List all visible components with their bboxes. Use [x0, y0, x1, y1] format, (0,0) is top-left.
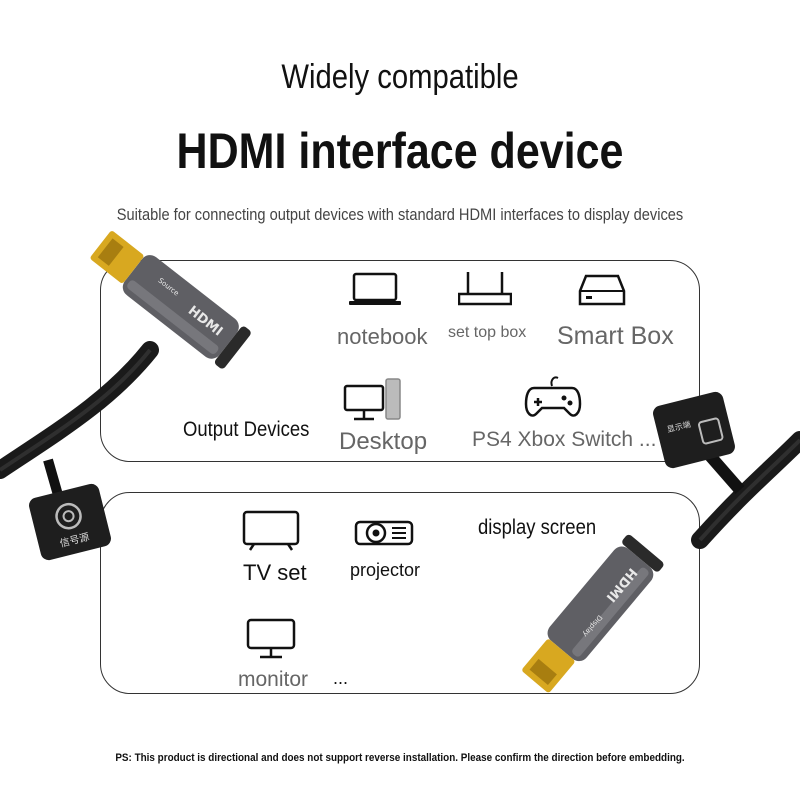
- subtitle: Suitable for connecting output devices w…: [116, 205, 684, 224]
- laptop-icon: [348, 272, 402, 308]
- desktop-label: Desktop: [339, 428, 428, 455]
- source-tag: 信号源: [29, 483, 111, 561]
- display-tag: 显示端: [653, 391, 735, 469]
- smart-box-icon: [578, 273, 626, 307]
- smart-box-label: Smart Box: [557, 322, 674, 350]
- headline-compatible: Widely compatible: [281, 58, 519, 96]
- left-hdmi-connector: HDMI Source: [90, 231, 251, 369]
- notebook-label: notebook: [337, 324, 428, 349]
- monitor-icon: [246, 618, 296, 660]
- tv-icon: [242, 510, 300, 552]
- right-hdmi-connector: HDMI Display: [522, 534, 664, 693]
- output-devices-title: Output Devices: [183, 418, 310, 441]
- set-top-box-label: set top box: [448, 324, 527, 341]
- monitor-label: monitor: [238, 668, 309, 691]
- gamepad-icon: [524, 374, 582, 422]
- tv-set-label: TV set: [243, 560, 307, 585]
- router-icon: [458, 270, 512, 308]
- footnote: PS: This product is directional and does…: [115, 752, 685, 764]
- projector-icon: [354, 516, 416, 550]
- desktop-icon: [342, 378, 404, 422]
- display-screen-title: display screen: [478, 516, 597, 539]
- more-displays-ellipsis: ...: [333, 668, 349, 688]
- consoles-label: PS4 Xbox Switch ...: [472, 428, 657, 451]
- headline-hdmi-device: HDMI interface device: [176, 123, 624, 179]
- projector-label: projector: [350, 560, 421, 580]
